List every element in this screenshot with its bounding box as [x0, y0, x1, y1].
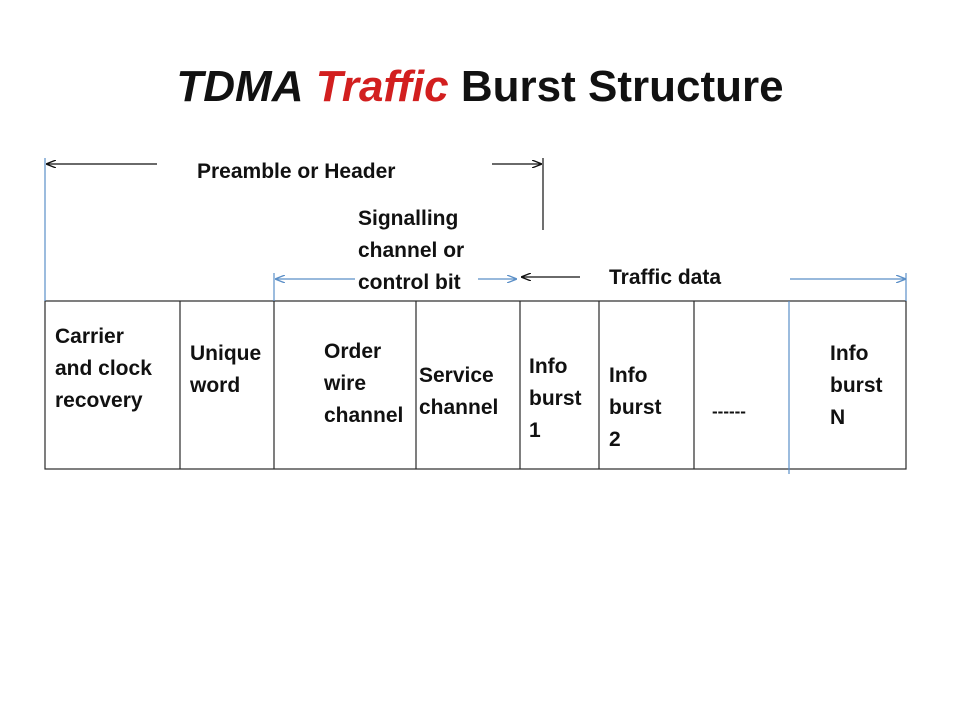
- traffic-data-label: Traffic data: [609, 266, 722, 289]
- signalling-line-2: channel or: [358, 239, 465, 262]
- cell-text: wire: [324, 372, 367, 395]
- title-traffic: Traffic: [315, 62, 449, 111]
- diagram-title: TDMA Traffic Burst Structure: [0, 62, 960, 112]
- cell-text: burst: [830, 374, 883, 397]
- cell-service-channel: Service channel: [419, 360, 498, 424]
- cell-text: Order: [324, 340, 382, 363]
- cell-text: recovery: [55, 389, 143, 412]
- signalling-label: Signalling channel or control bit: [358, 203, 464, 299]
- cell-text: Unique: [190, 342, 262, 365]
- cell-text: and clock: [55, 357, 152, 380]
- cell-info-burst-1: Info burst 1: [529, 351, 582, 447]
- cell-carrier: Carrier and clock recovery: [55, 321, 152, 417]
- cell-info-burst-2: Info burst 2: [609, 360, 662, 456]
- cell-ellipsis: ------: [712, 402, 746, 421]
- cell-text: Info: [830, 342, 869, 365]
- cell-text: Carrier: [55, 325, 124, 348]
- cell-text: Info: [529, 355, 568, 378]
- cell-text: 2: [609, 428, 621, 451]
- signalling-line-1: Signalling: [358, 207, 459, 230]
- preamble-label: Preamble or Header: [197, 160, 396, 183]
- cell-unique-word: Unique word: [190, 338, 261, 402]
- cell-text: burst: [609, 396, 662, 419]
- cell-text: N: [830, 406, 846, 429]
- cell-text: Info: [609, 364, 648, 387]
- cell-text: 1: [529, 419, 541, 442]
- cell-text: channel: [324, 404, 404, 427]
- title-rest: Burst Structure: [460, 62, 784, 111]
- signalling-line-3: control bit: [358, 271, 461, 294]
- cell-text: burst: [529, 387, 582, 410]
- cell-text: channel: [419, 396, 499, 419]
- cell-text: Service: [419, 364, 494, 387]
- title-tdma: TDMA: [176, 62, 304, 111]
- cell-order-wire: Order wire channel: [324, 336, 403, 432]
- cell-info-burst-n: Info burst N: [830, 338, 883, 434]
- frame-box: [44, 300, 907, 470]
- cell-text: word: [190, 374, 241, 397]
